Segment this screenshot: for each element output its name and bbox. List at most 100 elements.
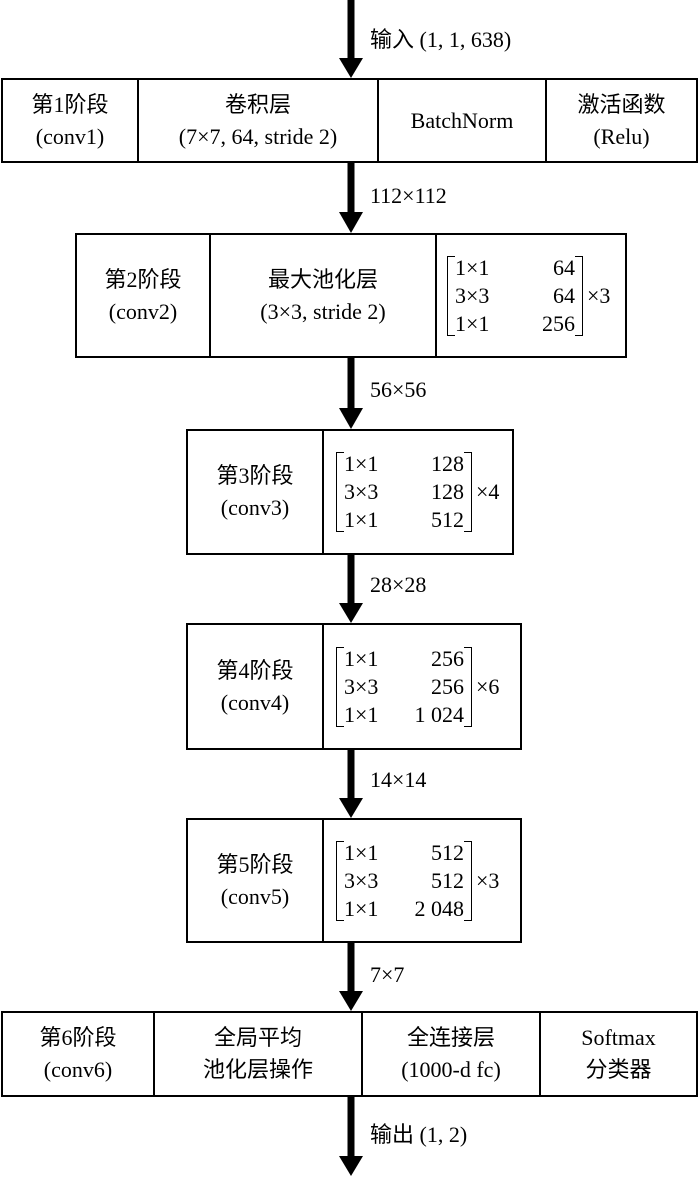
matrix-row: 3×3 512 <box>344 867 464 895</box>
arrow-input-head <box>339 58 363 78</box>
channel-count: 512 <box>431 839 464 865</box>
matrix-row: 1×1 128 <box>344 450 464 478</box>
conv-layer-params: (7×7, 64, stride 2) <box>178 123 338 149</box>
channel-count: 256 <box>431 673 464 699</box>
stage2-name-cell: 第2阶段 (conv2) <box>77 235 211 356</box>
output-label: 输出 (1, 2) <box>370 1122 468 1147</box>
stage6-name: 第6阶段 <box>39 1025 117 1050</box>
channel-count: 64 <box>553 254 575 280</box>
kernel-size: 3×3 <box>455 282 490 308</box>
stage2-sub: (conv2) <box>108 298 178 324</box>
stage4-name-cell: 第4阶段 (conv4) <box>188 625 324 748</box>
maxpool-params: (3×3, stride 2) <box>260 298 386 324</box>
kernel-size: 3×3 <box>344 673 379 699</box>
channel-count: 512 <box>431 867 464 893</box>
maxpool-cell: 最大池化层 (3×3, stride 2) <box>211 235 437 356</box>
stage2-bottleneck: 1×1 64 3×3 64 1×1 256 ×3 <box>437 235 625 356</box>
stage5-sub: (conv5) <box>220 883 290 909</box>
arrow-s4-s5-head <box>339 798 363 818</box>
channel-count: 64 <box>553 282 575 308</box>
kernel-size: 1×1 <box>344 645 379 671</box>
kernel-size: 1×1 <box>344 701 379 727</box>
stage2-name: 第2阶段 <box>104 266 182 292</box>
stage3-sub: (conv3) <box>220 495 290 520</box>
softmax-cell: Softmax 分类器 <box>541 1013 696 1095</box>
conv-layer-cell: 卷积层 (7×7, 64, stride 2) <box>139 80 379 161</box>
kernel-size: 1×1 <box>455 310 490 336</box>
stage5-bottleneck: 1×1 512 3×3 512 1×1 2 048 ×3 <box>324 820 520 941</box>
stage5-block: 第5阶段 (conv5) 1×1 512 3×3 512 1×1 2 048 ×3 <box>186 818 522 943</box>
size-label-7: 7×7 <box>370 962 405 987</box>
matrix-row: 1×1 256 <box>455 310 575 338</box>
conv-layer-title: 卷积层 <box>224 91 291 117</box>
global-avgpool-cell: 全局平均 池化层操作 <box>155 1013 363 1095</box>
kernel-size: 1×1 <box>344 839 379 865</box>
stage6-name-cell: 第6阶段 (conv6) <box>3 1013 155 1095</box>
size-label-56: 56×56 <box>370 377 427 402</box>
stage4-matrix: 1×1 256 3×3 256 1×1 1 024 <box>336 645 472 729</box>
matrix-row: 1×1 64 <box>455 254 575 282</box>
fc-layer-title: 全连接层 <box>406 1025 495 1050</box>
global-avgpool-line2: 池化层操作 <box>202 1057 313 1082</box>
arrow-s1-s2-head <box>339 212 363 233</box>
channel-count: 128 <box>431 479 464 504</box>
activation-cell: 激活函数 (Relu) <box>547 80 696 161</box>
stage4-repeat: ×6 <box>476 673 500 699</box>
kernel-size: 1×1 <box>344 451 379 476</box>
batchnorm-cell: BatchNorm <box>379 80 547 161</box>
kernel-size: 1×1 <box>344 895 379 921</box>
arrow-s2-s3-head <box>339 408 363 429</box>
stage2-repeat: ×3 <box>587 282 611 308</box>
channel-count: 2 048 <box>414 895 465 921</box>
stage1-sub: (conv1) <box>35 123 105 149</box>
arrow-output-head <box>339 1156 363 1176</box>
matrix-row: 3×3 128 <box>344 478 464 506</box>
channel-count: 256 <box>431 645 464 671</box>
matrix-row: 1×1 256 <box>344 645 464 673</box>
matrix-row: 3×3 256 <box>344 673 464 701</box>
stage1-block: 第1阶段 (conv1) 卷积层 (7×7, 64, stride 2) Bat… <box>1 78 698 163</box>
stage3-name: 第3阶段 <box>216 463 294 488</box>
softmax-title: Softmax <box>581 1025 656 1050</box>
channel-count: 128 <box>431 451 464 476</box>
batchnorm-label: BatchNorm <box>410 107 514 133</box>
stage1-name-cell: 第1阶段 (conv1) <box>3 80 139 161</box>
global-avgpool-line1: 全局平均 <box>213 1025 302 1050</box>
stage3-name-cell: 第3阶段 (conv3) <box>188 431 324 553</box>
kernel-size: 3×3 <box>344 479 379 504</box>
stage3-repeat: ×4 <box>476 479 500 504</box>
matrix-row: 1×1 1 024 <box>344 701 464 729</box>
stage5-matrix: 1×1 512 3×3 512 1×1 2 048 <box>336 839 472 923</box>
activation-sub: (Relu) <box>593 123 650 149</box>
stage5-repeat: ×3 <box>476 867 500 893</box>
stage2-block: 第2阶段 (conv2) 最大池化层 (3×3, stride 2) 1×1 64… <box>75 233 627 358</box>
arrow-s5-s6-head <box>339 991 363 1011</box>
kernel-size: 1×1 <box>455 254 490 280</box>
stage4-bottleneck: 1×1 256 3×3 256 1×1 1 024 ×6 <box>324 625 520 748</box>
matrix-row: 1×1 512 <box>344 839 464 867</box>
stage4-block: 第4阶段 (conv4) 1×1 256 3×3 256 1×1 1 024 ×6 <box>186 623 522 750</box>
size-label-28: 28×28 <box>370 572 427 597</box>
stage6-block: 第6阶段 (conv6) 全局平均 池化层操作 全连接层 (1000-d fc)… <box>1 1011 698 1097</box>
channel-count: 256 <box>542 310 575 336</box>
matrix-row: 1×1 2 048 <box>344 895 464 923</box>
kernel-size: 3×3 <box>344 867 379 893</box>
stage5-name: 第5阶段 <box>216 851 294 877</box>
size-label-112: 112×112 <box>370 183 447 208</box>
stage6-sub: (conv6) <box>43 1057 113 1082</box>
stage4-name: 第4阶段 <box>216 657 294 683</box>
size-label-14: 14×14 <box>370 767 427 792</box>
kernel-size: 1×1 <box>344 507 379 532</box>
matrix-row: 3×3 64 <box>455 282 575 310</box>
input-label: 输入 (1, 1, 638) <box>370 27 512 52</box>
stage2-matrix: 1×1 64 3×3 64 1×1 256 <box>447 254 583 338</box>
maxpool-title: 最大池化层 <box>267 266 378 292</box>
stage5-name-cell: 第5阶段 (conv5) <box>188 820 324 941</box>
channel-count: 1 024 <box>414 701 465 727</box>
stage4-sub: (conv4) <box>220 689 290 715</box>
